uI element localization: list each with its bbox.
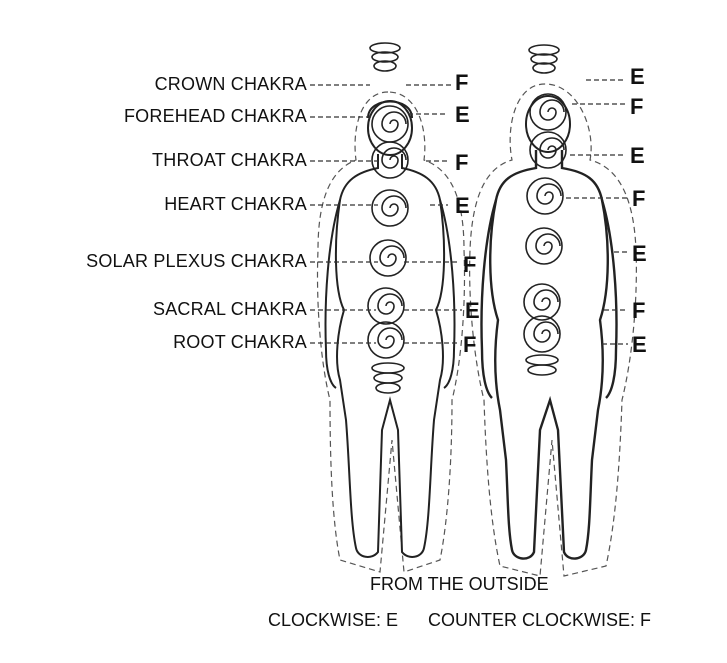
chakra-label-forehead: FOREHEAD CHAKRA [123, 106, 307, 126]
male-sacral-direction: F [632, 298, 646, 323]
male-solar-plexus-direction: E [632, 241, 647, 266]
chakra-label-root: ROOT CHAKRA [173, 332, 307, 352]
female-aura [316, 91, 466, 573]
female-sacral-direction: E [465, 298, 480, 323]
male-forehead-direction: F [630, 94, 644, 119]
female-throat-direction: F [455, 150, 469, 175]
caption-clockwise: CLOCKWISE: E [268, 610, 399, 630]
female-figure [316, 42, 466, 573]
male-throat-direction: E [630, 143, 645, 168]
male-root-direction: E [632, 332, 647, 357]
male-aura [469, 83, 637, 577]
female-crown-direction: F [455, 70, 469, 95]
chakra-label-solar-plexus: SOLAR PLEXUS CHAKRA [86, 251, 307, 271]
male-crown-direction: E [630, 64, 645, 89]
female-forehead-direction: E [455, 102, 470, 127]
female-root-direction: F [463, 332, 477, 357]
caption-counter-clockwise: COUNTER CLOCKWISE: F [428, 610, 652, 630]
chakra-label-throat: THROAT CHAKRA [152, 150, 307, 170]
chakra-label-heart: HEART CHAKRA [164, 194, 307, 214]
leader-lines [310, 79, 628, 345]
chakra-label-crown: CROWN CHAKRA [154, 74, 307, 94]
female-heart-direction: E [455, 193, 470, 218]
caption-title: FROM THE OUTSIDE [370, 574, 549, 594]
female-solar-plexus-direction: F [463, 252, 477, 277]
male-figure [469, 44, 637, 577]
male-heart-direction: F [632, 186, 646, 211]
chakra-label-sacral: SACRAL CHAKRA [153, 299, 307, 319]
